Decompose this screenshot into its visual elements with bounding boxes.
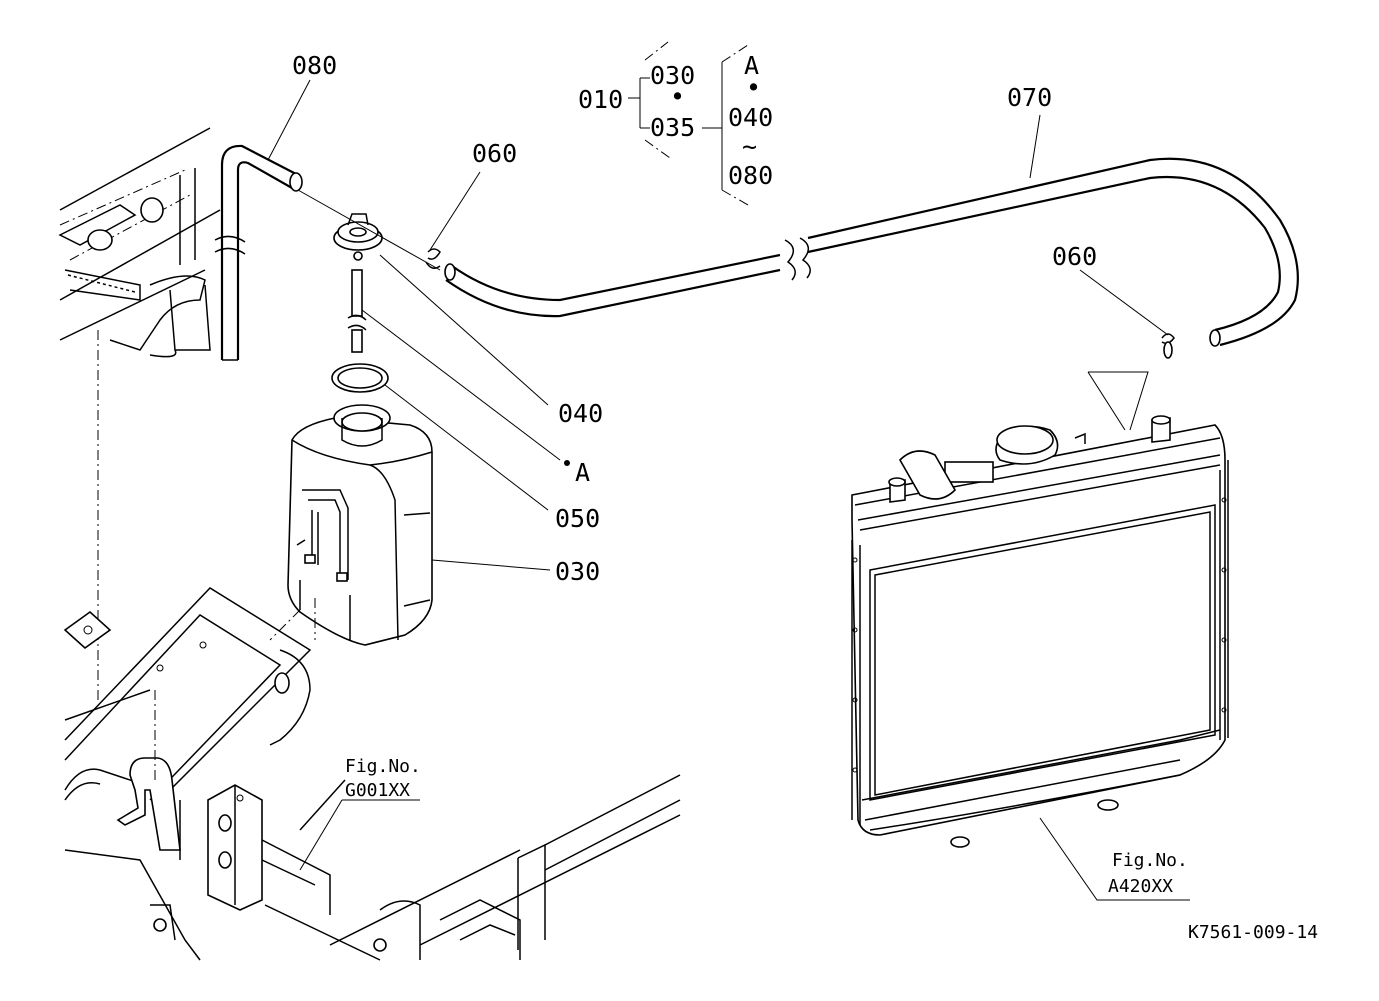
assembly-bracket-group [628, 41, 749, 206]
figure-references: Fig.No. G001XX Fig.No. A420XX [345, 756, 1188, 897]
drawing-id: K7561-009-14 [1188, 922, 1318, 943]
reservoir-cap-040 [333, 213, 383, 353]
callout-040: 040 [558, 399, 603, 428]
callout-A: A [575, 458, 590, 487]
reservoir-tank-030 [287, 404, 433, 646]
bracket-group-labels: 010 030 • 035 A • 040 ~ 080 [578, 51, 773, 190]
hose-clamp-060-left [425, 248, 441, 269]
group-root-010: 010 [578, 85, 623, 114]
group-col2-tilde: ~ [742, 132, 757, 161]
group-col2-080: 080 [728, 161, 773, 190]
fig-ref-right-label: Fig.No. [1112, 850, 1188, 871]
lower-chassis-frame [63, 587, 681, 961]
callout-labels: 080 060 070 060 040 A 050 030 [292, 51, 1097, 586]
group-col1-035: 035 [650, 113, 695, 142]
leader-lines [267, 79, 1190, 901]
gasket-050 [331, 363, 389, 393]
callout-060-right: 060 [1052, 242, 1097, 271]
hose-clamp-060-right [1161, 333, 1175, 359]
upper-left-frame [58, 127, 221, 700]
fig-ref-left-code: G001XX [345, 780, 410, 801]
callout-060-left: 060 [472, 139, 517, 168]
group-col2-040: 040 [728, 103, 773, 132]
callout-050: 050 [555, 504, 600, 533]
group-col1-dot: • [670, 82, 685, 111]
fig-ref-right-code: A420XX [1108, 876, 1173, 897]
fig-ref-left-label: Fig.No. [345, 756, 421, 777]
hose-080 [214, 144, 303, 361]
hose-070 [444, 157, 1299, 347]
group-col2-dot: • [746, 73, 761, 102]
callout-070: 070 [1007, 83, 1052, 112]
callout-080-top: 080 [292, 51, 337, 80]
group-col1-030: 030 [650, 61, 695, 90]
callout-030: 030 [555, 557, 600, 586]
group-col2-A: A [744, 51, 759, 80]
radiator [851, 415, 1229, 848]
